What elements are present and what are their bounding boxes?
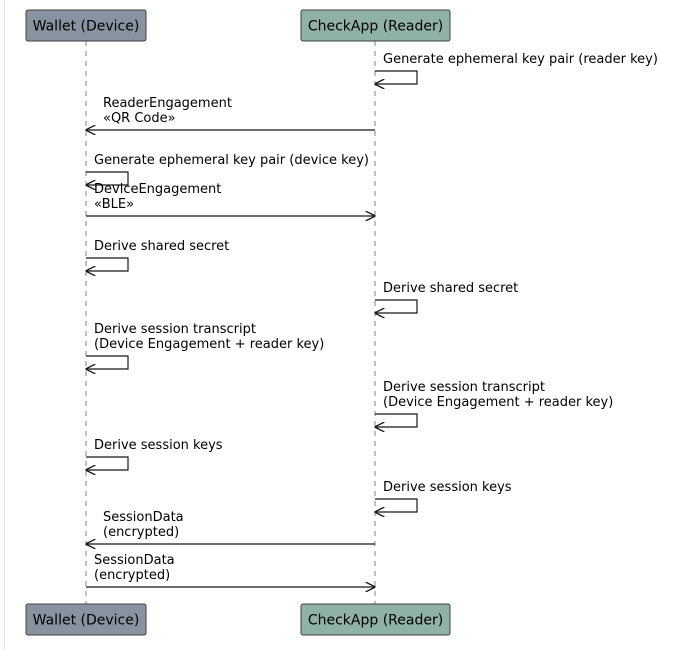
message-6: Derive shared secret (375, 281, 518, 313)
message-label: (encrypted) (94, 568, 170, 583)
message-2: ReaderEngagement«QR Code» (86, 96, 375, 130)
message-label: SessionData (103, 510, 184, 525)
message-label: ReaderEngagement (103, 96, 232, 111)
self-message-arrow (375, 498, 418, 512)
message-label: «QR Code» (103, 111, 176, 126)
message-label: (Device Engagement + reader key) (94, 337, 324, 352)
message-8: Derive session transcript(Device Engagem… (375, 380, 613, 427)
participant-label: Wallet (Device) (33, 613, 140, 629)
self-message-arrow (86, 355, 129, 369)
message-label: (encrypted) (103, 525, 179, 540)
message-7: Derive session transcript(Device Engagem… (86, 322, 324, 369)
self-message-arrow (375, 70, 418, 84)
message-label: Derive shared secret (383, 281, 518, 296)
self-message-arrow (375, 413, 418, 427)
message-1: Generate ephemeral key pair (reader key) (375, 52, 658, 84)
self-message-arrow (86, 456, 129, 470)
self-message-arrow (86, 257, 129, 271)
participant-wallet-bottom[interactable]: Wallet (Device) (25, 603, 147, 636)
participant-label: Wallet (Device) (33, 19, 140, 35)
message-label: DeviceEngagement (94, 182, 221, 197)
message-10: Derive session keys (375, 480, 512, 512)
message-label: Generate ephemeral key pair (device key) (94, 153, 369, 168)
self-message-arrow (375, 299, 418, 313)
message-label: Derive session keys (94, 438, 223, 453)
participant-wallet-top[interactable]: Wallet (Device) (25, 9, 147, 42)
participant-label: CheckApp (Reader) (308, 613, 443, 629)
message-12: SessionData(encrypted) (86, 553, 375, 587)
message-11: SessionData(encrypted) (86, 510, 375, 544)
participant-label: CheckApp (Reader) (308, 19, 443, 35)
message-label: Generate ephemeral key pair (reader key) (383, 52, 658, 67)
message-3: Generate ephemeral key pair (device key) (86, 153, 369, 185)
message-label: Derive session transcript (94, 322, 256, 337)
message-label: Derive shared secret (94, 239, 229, 254)
message-9: Derive session keys (86, 438, 223, 470)
message-label: (Device Engagement + reader key) (383, 395, 613, 410)
message-label: «BLE» (94, 197, 134, 212)
self-message-arrow (86, 171, 129, 185)
message-5: Derive shared secret (86, 239, 229, 271)
participant-reader-top[interactable]: CheckApp (Reader) (300, 9, 451, 42)
message-4: DeviceEngagement«BLE» (86, 182, 375, 216)
message-label: SessionData (94, 553, 175, 568)
message-label: Derive session keys (383, 480, 512, 495)
participant-reader-bottom[interactable]: CheckApp (Reader) (300, 603, 451, 636)
frame-border (4, 0, 5, 650)
message-label: Derive session transcript (383, 380, 545, 395)
